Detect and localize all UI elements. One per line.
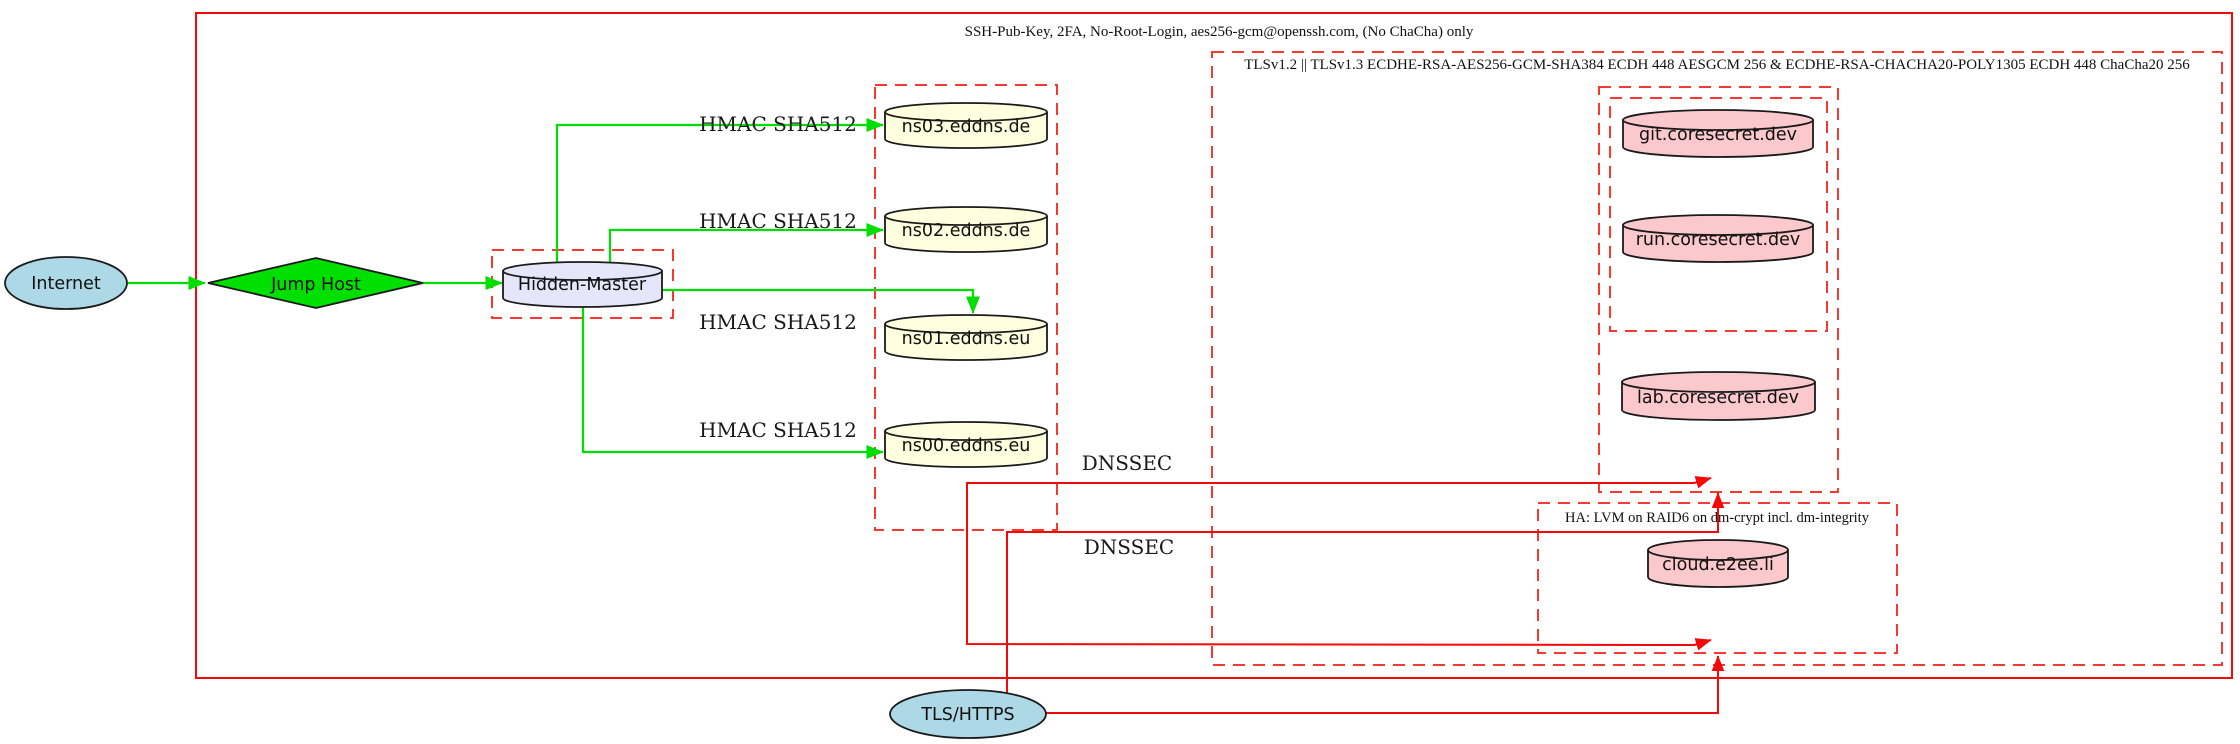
lab-node-label: lab.coresecret.dev	[1637, 388, 1799, 408]
ns00-node: ns00.eddns.eu	[884, 421, 1048, 468]
dnssec-label-top: DNSSEC	[1082, 451, 1173, 475]
ns03-node-label: ns03.eddns.de	[902, 117, 1031, 137]
cloud-node-label: cloud.e2ee.li	[1662, 555, 1774, 575]
ns03-node: ns03.eddns.de	[884, 102, 1048, 149]
jump-host-node: Jump Host	[207, 257, 424, 309]
ha-cluster-box	[1537, 502, 1898, 654]
coresecret-outer-cluster-box	[1598, 86, 1839, 493]
hidden-master-node-label: Hidden-Master	[518, 275, 647, 295]
edge-hiddenmaster-to-ns00	[581, 307, 884, 460]
edge-hiddenmaster-to-ns02	[608, 222, 884, 262]
cloud-node: cloud.e2ee.li	[1647, 539, 1789, 588]
lab-node: lab.coresecret.dev	[1621, 371, 1816, 421]
outer-ssh-boundary-box	[195, 12, 2233, 679]
internet-node: Internet	[4, 256, 128, 310]
internet-node-label: Internet	[31, 274, 101, 294]
edge-dns-dnssec-to-ha	[966, 530, 1712, 651]
git-node-label: git.coresecret.dev	[1639, 125, 1797, 145]
hmac-label-ns03: HMAC SHA512	[699, 112, 857, 136]
dns-cluster-box	[874, 84, 1058, 531]
edge-hiddenmaster-to-ns01	[662, 288, 981, 314]
git-node: git.coresecret.dev	[1622, 109, 1814, 158]
run-node-label: run.coresecret.dev	[1636, 230, 1801, 250]
edge-tlshttps-to-coresecret	[1006, 492, 1725, 694]
run-node: run.coresecret.dev	[1622, 214, 1814, 263]
tls-https-node: TLS/HTTPS	[889, 689, 1047, 739]
ns01-node: ns01.eddns.eu	[884, 314, 1048, 361]
dnssec-label-bottom: DNSSEC	[1084, 535, 1175, 559]
ns01-node-label: ns01.eddns.eu	[902, 329, 1031, 349]
jump-host-node-label: Jump Host	[270, 275, 361, 295]
ns00-node-label: ns00.eddns.eu	[902, 436, 1031, 456]
hmac-label-ns01: HMAC SHA512	[699, 310, 857, 334]
coresecret-inner-cluster-box	[1609, 97, 1828, 332]
ns02-node-label: ns02.eddns.de	[902, 221, 1031, 241]
ha-cluster-label: HA: LVM on RAID6 on dm-crypt incl. dm-in…	[1565, 510, 1870, 526]
hmac-label-ns00: HMAC SHA512	[699, 418, 857, 442]
edge-dns-dnssec-to-coresecret	[966, 476, 1712, 530]
hmac-label-ns02: HMAC SHA512	[699, 209, 857, 233]
edge-hiddenmaster-to-ns03	[555, 117, 884, 262]
ssh-boundary-label: SSH-Pub-Key, 2FA, No-Root-Login, aes256-…	[965, 24, 1474, 40]
tls-https-node-label: TLS/HTTPS	[920, 705, 1014, 725]
ns02-node: ns02.eddns.de	[884, 206, 1048, 253]
edge-tlshttps-to-ha	[1045, 655, 1725, 714]
hidden-master-node: Hidden-Master	[502, 261, 663, 308]
tls-cluster-label: TLSv1.2 || TLSv1.3 ECDHE-RSA-AES256-GCM-…	[1244, 57, 2190, 73]
